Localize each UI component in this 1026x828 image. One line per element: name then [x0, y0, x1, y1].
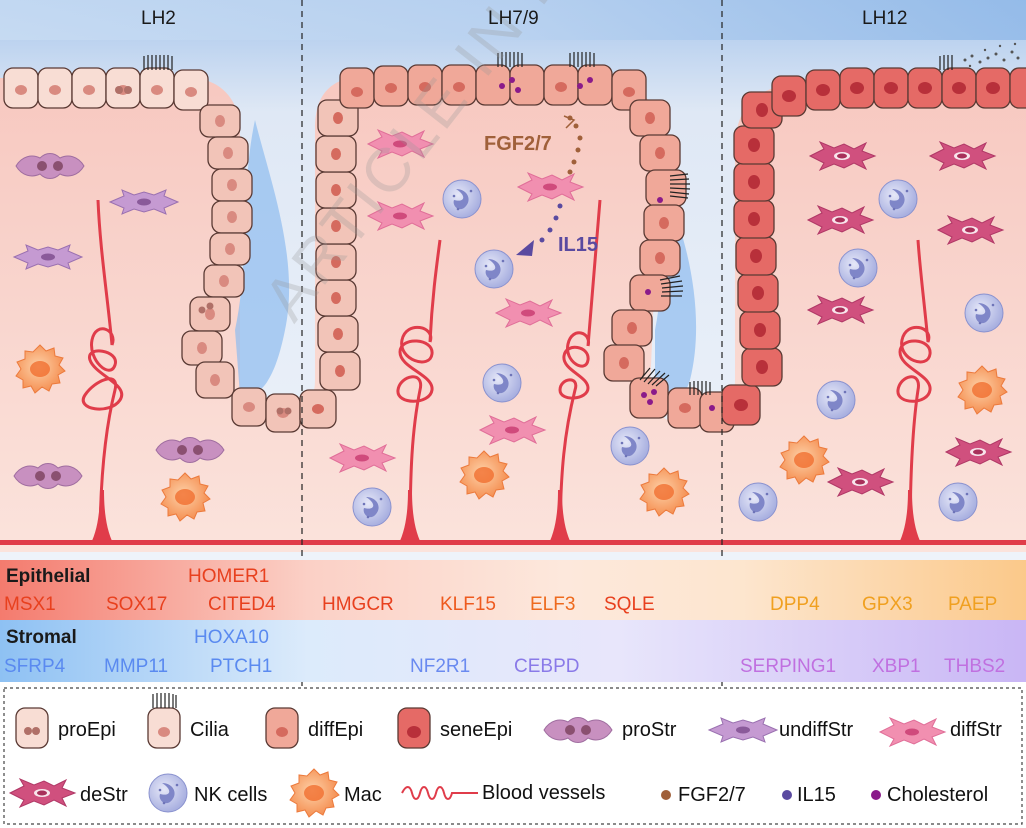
- legend-label-diffepi: diffEpi: [308, 719, 364, 741]
- legend-label-il15: IL15: [797, 784, 836, 806]
- gene-sfrp4: SFRP4: [4, 656, 66, 677]
- gene-homer1: HOMER1: [188, 566, 270, 587]
- legend-label-cilia: Cilia: [190, 719, 229, 741]
- gene-sox17: SOX17: [106, 594, 168, 615]
- legend-label-prostr: proStr: [622, 719, 677, 741]
- gene-gpx3: GPX3: [862, 594, 913, 615]
- legend-label-undiffstr: undiffStr: [779, 719, 854, 741]
- legend-label-proepi: proEpi: [58, 719, 116, 741]
- gene-thbs2: THBS2: [944, 656, 1006, 677]
- gene-ptch1: PTCH1: [210, 656, 273, 677]
- phase-label-lh7-9: LH7/9: [488, 8, 539, 29]
- gene-elf3: ELF3: [530, 594, 576, 615]
- legend-label-nk-cells: NK cells: [194, 784, 268, 806]
- epithelial-title: Epithelial: [6, 566, 91, 587]
- gene-sqle: SQLE: [604, 594, 655, 615]
- legend-label-cholesterol: Cholesterol: [887, 784, 989, 806]
- gene-msx1: MSX1: [4, 594, 56, 615]
- legend-label-destr: deStr: [80, 784, 128, 806]
- gene-cited4: CITED4: [208, 594, 276, 615]
- il15-annotation: IL15: [558, 234, 599, 256]
- legend-label-blood-vessels: Blood vessels: [482, 782, 606, 804]
- legend-label-seneepi: seneEpi: [440, 719, 513, 741]
- legend-proEpi-icon: [15, 707, 49, 749]
- gene-hmgcr: HMGCR: [322, 594, 394, 615]
- legend-label-mac: Mac: [344, 784, 382, 806]
- phase-label-lh12: LH12: [862, 8, 908, 29]
- gene-hoxa10: HOXA10: [194, 627, 269, 648]
- gene-xbp1: XBP1: [872, 656, 921, 677]
- gene-serping1: SERPING1: [740, 656, 837, 677]
- phase-label-lh2: LH2: [141, 8, 176, 29]
- gene-nf2r1: NF2R1: [410, 656, 471, 677]
- gene-mmp11: MMP11: [104, 656, 169, 677]
- gene-dpp4: DPP4: [770, 594, 820, 615]
- legend-label-diffstr: diffStr: [950, 719, 1002, 741]
- stromal-title: Stromal: [6, 627, 77, 648]
- fgf-annotation: FGF2/7: [484, 133, 552, 155]
- legend-label-fgf: FGF2/7: [678, 784, 746, 806]
- gene-paep: PAEP: [948, 594, 998, 615]
- gene-klf15: KLF15: [440, 594, 496, 615]
- gene-cebpd: CEBPD: [514, 656, 580, 677]
